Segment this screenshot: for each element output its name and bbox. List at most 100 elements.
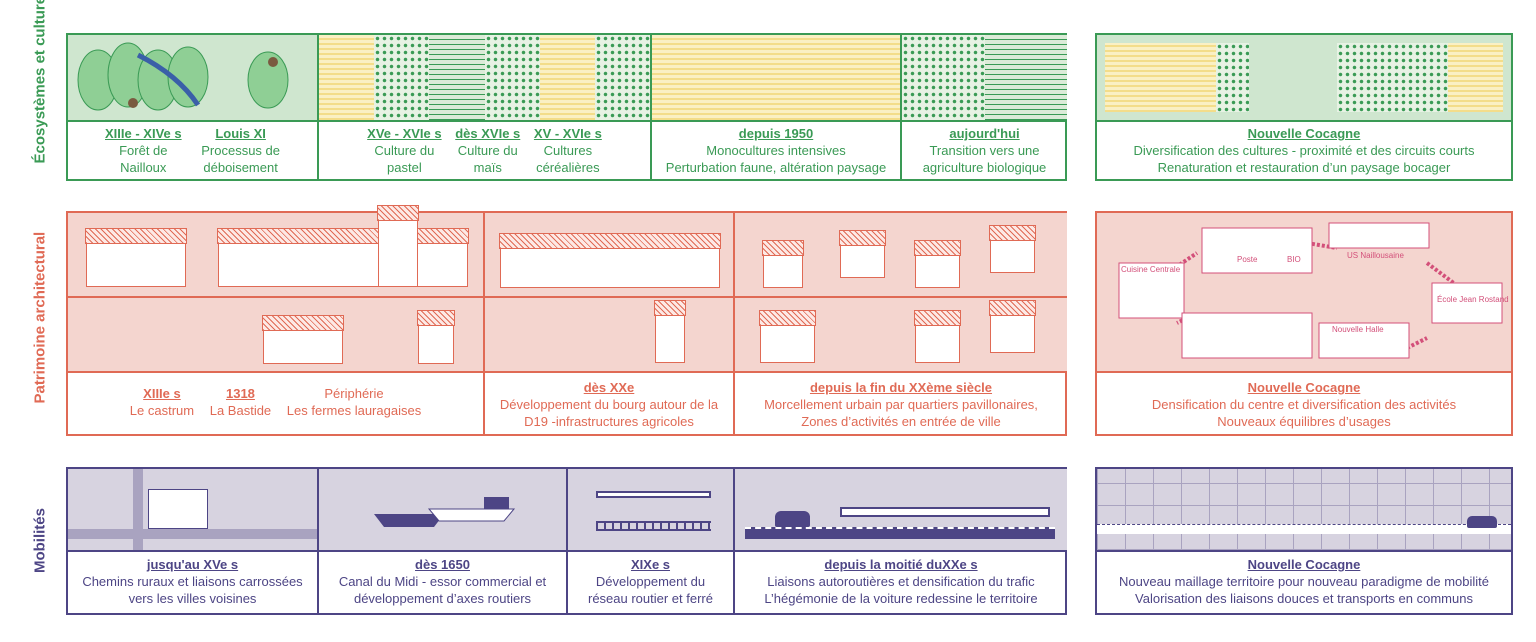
date-label: aujourd'hui [949,126,1020,141]
desc-line: réseau routier et ferré [587,591,713,606]
house-icon [989,300,1036,353]
date-label: depuis la fin du XXème siècle [809,380,993,395]
row-label-patrimoine: Patrimoine architectural [31,231,49,404]
autoroute-illustration [735,469,1067,552]
desc-line: Canal du Midi - essor commercial et [338,574,547,589]
desc-line: pastel [387,160,422,175]
desc-line: Nailloux [120,160,167,175]
house-icon [762,240,804,288]
soft-path-icon [1097,524,1511,534]
house-icon [839,230,886,278]
car-icon [1467,516,1497,528]
desc-line: Valorisation des liaisons douces et tran… [1135,591,1473,606]
desc-line: Développement du [595,574,706,589]
map-label: Poste [1237,255,1258,264]
road-icon [840,507,1050,517]
date-label: Nouvelle Cocagne [1247,557,1361,572]
desc-line: vers les villes voisines [128,591,257,606]
desc-line: Diversification des cultures - proximité… [1133,143,1475,158]
date-label: Nouvelle Cocagne [1247,380,1361,395]
desc-line: D19 -infrastructures agricoles [524,414,694,429]
map-label: Cuisine Centrale [1121,265,1181,274]
mob-col-reseau: XIXe s Développement du réseau routier et … [568,469,735,613]
row-label-mobilites: Mobilités [31,508,49,574]
date-label: Nouvelle Cocagne [1247,126,1361,141]
desc-line: Développement du bourg autour de la [499,397,719,412]
map-label: École Jean Rostand [1437,295,1509,304]
road-icon [596,491,711,498]
date-label: jusqu'au XVe s [146,557,239,572]
canal-illustration [319,469,566,552]
desc-line: Chemins ruraux et liaisons carrossées [82,574,303,589]
desc-line: maïs [473,160,502,175]
desc-line: Liaisons autoroutières et densification … [767,574,1035,589]
forest-illustration [68,35,317,122]
church-icon [377,205,419,287]
date-label: XV - XVIe s [533,126,602,141]
desc-line: Culture du [374,143,435,158]
future-mobility-illustration [1097,469,1511,552]
railway-icon [596,521,711,531]
desc-line: Le castrum [129,403,195,418]
patrimoine-future: Cuisine Centrale Poste BIO US Naillousai… [1095,211,1513,436]
date-label: XIIIe s [143,386,181,401]
town-network-icon [1118,222,1503,359]
map-label: BIO [1287,255,1301,264]
windmill-icon [262,315,344,364]
desc-line: Processus de [201,143,280,158]
date-label: XIIIe - XIVe s [105,126,182,141]
desc-line: Culture du [457,143,518,158]
desc-line: Nouveaux équilibres d’usages [1217,414,1391,429]
date-label: 1318 [225,386,255,401]
mobilites-timeline: jusqu'au XVe s Chemins ruraux et liaisons… [66,467,1067,615]
silo-icon [654,300,686,363]
date-label: XIXe s [630,557,671,572]
forest-trees-icon [77,42,289,111]
desc-line: Transition vers une [929,143,1040,158]
desc-line: La Bastide [209,403,272,418]
future-town-illustration: Cuisine Centrale Poste BIO US Naillousai… [1097,213,1511,373]
house-icon [914,240,961,288]
building-icon [85,228,187,287]
desc-line: Densification du centre et diversificati… [1151,397,1457,412]
desc-line: agriculture biologique [922,160,1047,175]
building-icon [217,228,469,287]
bastide-illustration [68,205,483,373]
warehouse-icon [759,310,816,363]
boat-icon [374,497,516,527]
desc-line: Perturbation faune, altération paysage [665,160,887,175]
date-label: Louis XI [215,126,266,141]
desc-line: Zones d’activités en entrée de ville [801,414,1001,429]
house-icon [989,225,1036,273]
row-label-ecosystemes: Écosystèmes et culture [31,0,49,164]
map-label: US Naillousaine [1347,251,1404,260]
desc-line: Nouveau maillage territoire pour nouveau… [1119,574,1489,589]
chemins-illustration [68,469,317,552]
date-label: depuis 1950 [738,126,814,141]
desc-line: développement d’axes routiers [353,591,532,606]
map-label: Nouvelle Halle [1332,325,1384,334]
desc-line: Monocultures intensives [706,143,846,158]
bio-illustration [902,35,1067,122]
desc-line: L’hégémonie de la voiture redessine le t… [764,591,1038,606]
desc-line: Morcellement urbain par quartiers pavill… [764,397,1038,412]
reseau-illustration [568,469,733,552]
mob-col-chemins: jusqu'au XVe s Chemins ruraux et liaisons… [68,469,319,613]
date-label: dès XXe [583,380,635,395]
highway-icon [745,527,1055,539]
pavillons-illustration [735,213,1067,373]
monoculture-illustration [652,35,900,122]
house-icon [914,310,961,363]
desc-line: Cultures [543,143,593,158]
car-icon [775,511,810,527]
date-label: dès 1650 [415,557,470,572]
